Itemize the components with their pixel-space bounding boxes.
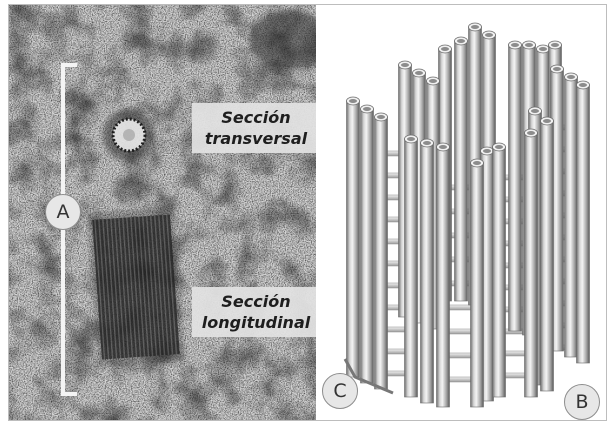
marker-c-letter: C (333, 380, 346, 402)
marker-b-letter: B (575, 391, 588, 413)
longitudinal-section-text: Sección longitudinal (202, 292, 310, 332)
transverse-section-text: Sección transversal (205, 108, 307, 148)
microtubule-15 (361, 105, 374, 383)
microtubule-4 (509, 41, 522, 331)
microtubule-22 (437, 143, 450, 407)
tubule-drawing (319, 5, 606, 420)
microtubule-25 (471, 159, 484, 407)
marker-b: B (564, 384, 600, 420)
marker-c: C (322, 373, 358, 409)
marker-a: A (45, 194, 81, 230)
figure-frame: Sección transversal Sección longitudinal (8, 4, 607, 421)
tubule-drawing-panel (319, 5, 606, 420)
microtubule-13 (577, 81, 590, 363)
longitudinal-section-label: Sección longitudinal (192, 287, 317, 337)
microtubule-19 (525, 129, 538, 397)
microtubule-20 (405, 135, 418, 397)
microtubule-2 (455, 37, 468, 301)
microtubule-18 (541, 117, 554, 391)
microtubule-12 (565, 73, 578, 357)
microtubule-16 (375, 113, 388, 389)
marker-a-letter: A (57, 201, 70, 223)
microtubule-14 (347, 97, 360, 377)
microtubule-24 (493, 143, 506, 397)
transverse-section-label: Sección transversal (192, 103, 317, 153)
microtubule-21 (421, 139, 434, 403)
